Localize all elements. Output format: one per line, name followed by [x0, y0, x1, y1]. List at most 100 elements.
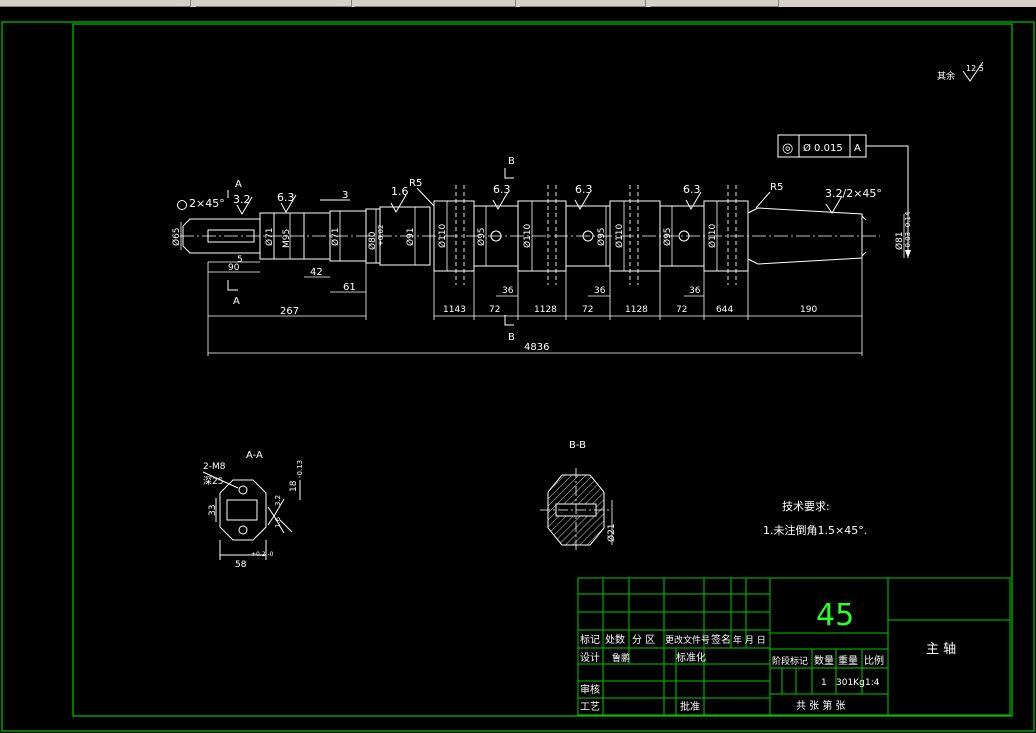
section-aa: A-A 2-M8 深25 33 58 +0.2 -0 18	[202, 450, 304, 570]
length-label: 72	[676, 305, 687, 315]
diameter-label: Ø95	[662, 227, 673, 246]
section-aa-dim-58-tol: +0.2 -0	[251, 551, 274, 558]
inner-frame	[72, 23, 1013, 717]
diameter-label: Ø65	[171, 227, 182, 246]
length-label: 72	[489, 305, 500, 315]
length-dim-lines	[207, 258, 863, 356]
length-label: 72	[582, 305, 593, 315]
tolerance-value: Ø 0.015	[803, 142, 843, 154]
rev-header: 更改文件号	[665, 634, 710, 646]
shaft-main-view	[180, 185, 880, 285]
length-label: 61	[343, 282, 356, 293]
length-label: 267	[280, 306, 299, 317]
qty-value: 1	[821, 678, 827, 688]
section-aa-roughness: 1.6	[274, 516, 282, 528]
toolbar-segment[interactable]	[196, 0, 352, 7]
diameter-label: Ø95	[476, 227, 487, 246]
title-block-text: 45 主 轴 标记 处数 分 区 更改文件号 签名 年 月 日 设计 鲁鹏 标准…	[580, 598, 956, 713]
approve-label: 批准	[680, 700, 700, 713]
surface-finish-note: 其余 12.5	[937, 61, 984, 82]
length-label: 1143	[443, 305, 466, 315]
rev-header: 年 月 日	[733, 634, 766, 646]
diameter-dim-lines	[180, 201, 905, 271]
section-bb: B-B Ø21	[540, 440, 617, 552]
diameter-label: M95	[282, 229, 292, 248]
roughness-label: 1.6	[391, 185, 409, 198]
outer-frame	[1, 21, 1035, 732]
designer-name: 鲁鹏	[612, 652, 630, 664]
tolerance-label: -0.03 -0.14	[904, 211, 912, 250]
material-label: 45	[816, 598, 854, 633]
weight-label: 重量	[838, 654, 858, 667]
length-label: 42	[310, 267, 323, 278]
diameter-label: Ø71	[330, 227, 341, 246]
roughness-symbol	[962, 61, 984, 82]
section-aa-dim-33: 33	[208, 505, 218, 516]
diameter-label: Ø110	[707, 223, 718, 248]
rev-header: 处数	[605, 633, 625, 646]
radius-label: R5	[770, 182, 783, 193]
tech-req-line: 1.未注倒角1.5×45°.	[763, 523, 867, 537]
scale-label: 比例	[864, 654, 884, 667]
toolbar-segment[interactable]	[651, 0, 779, 7]
diameter-label: Ø110	[437, 223, 448, 248]
diameter-label: Ø110	[522, 223, 533, 248]
length-label: 1128	[625, 305, 648, 315]
chamfer-left: 2×45°	[189, 197, 225, 210]
toolbar-segment[interactable]	[520, 0, 646, 7]
section-aa-hole-note: 2-M8	[203, 462, 226, 472]
rev-header: 分 区	[632, 634, 655, 646]
technical-requirements: 技术要求: 1.未注倒角1.5×45°.	[763, 500, 867, 537]
rev-header: 标记	[580, 634, 600, 646]
section-markers	[227, 168, 514, 326]
toolbar-segment[interactable]	[355, 0, 516, 7]
title-block	[577, 577, 1011, 716]
design-label: 设计	[580, 651, 600, 664]
diameter-label: Ø80	[367, 231, 378, 250]
sheet-info: 共 张 第 张	[796, 699, 846, 712]
concentricity-icon: ◎	[782, 141, 793, 156]
diameter-label: Ø91	[405, 227, 416, 246]
section-aa-dim-18: 18	[289, 480, 299, 492]
roughness-symbols	[236, 191, 843, 216]
toolbar-segment[interactable]	[0, 0, 191, 7]
stage-label: 阶段标记	[772, 655, 808, 667]
section-aa-roughness: 3.2	[274, 495, 282, 506]
section-aa-dim-18-tol: -0.13	[296, 460, 304, 478]
roughness-label: 3.2	[233, 193, 251, 206]
diameter-label: Ø81	[894, 231, 905, 250]
length-label: 5	[237, 255, 243, 265]
roughness-label: 6.3	[575, 183, 593, 196]
length-label: 36	[594, 286, 606, 296]
length-label: 190	[800, 305, 817, 315]
surface-note-value: 12.5	[966, 64, 984, 73]
roughness-label: 6.3	[683, 183, 701, 196]
dim-small-3: 3	[342, 190, 348, 201]
qty-label: 数量	[814, 654, 834, 667]
rev-header: 签名	[711, 633, 731, 646]
section-a-top: A	[235, 179, 242, 190]
tolerance-datum: A	[854, 143, 861, 154]
length-label: 644	[716, 305, 733, 315]
length-labels: 5 90 42 61 267 1143 72 36 1128 72 36 112…	[228, 255, 817, 353]
total-length-label: 4836	[524, 342, 549, 353]
diameter-label: Ø95	[596, 227, 607, 246]
section-aa-dim-58: 58	[235, 560, 247, 570]
length-label: 1128	[534, 305, 557, 315]
weight-value: 301Kg	[836, 678, 865, 688]
diameter-label: Ø71	[264, 227, 275, 246]
chamfer-right: 3.2/2×45°	[825, 187, 882, 200]
length-label: 36	[502, 286, 514, 296]
length-label: 90	[228, 263, 240, 273]
section-aa-depth: 深25	[203, 476, 223, 487]
section-bb-dim-21: Ø21	[606, 523, 617, 542]
tech-req-title: 技术要求:	[782, 500, 830, 513]
roughness-label: 6.3	[277, 191, 295, 204]
surface-note-label: 其余	[937, 70, 955, 82]
section-b-top: B	[508, 156, 515, 167]
scale-value: 1:4	[865, 678, 880, 688]
toolbar-strip	[0, 0, 1036, 7]
part-name: 主 轴	[926, 642, 956, 657]
